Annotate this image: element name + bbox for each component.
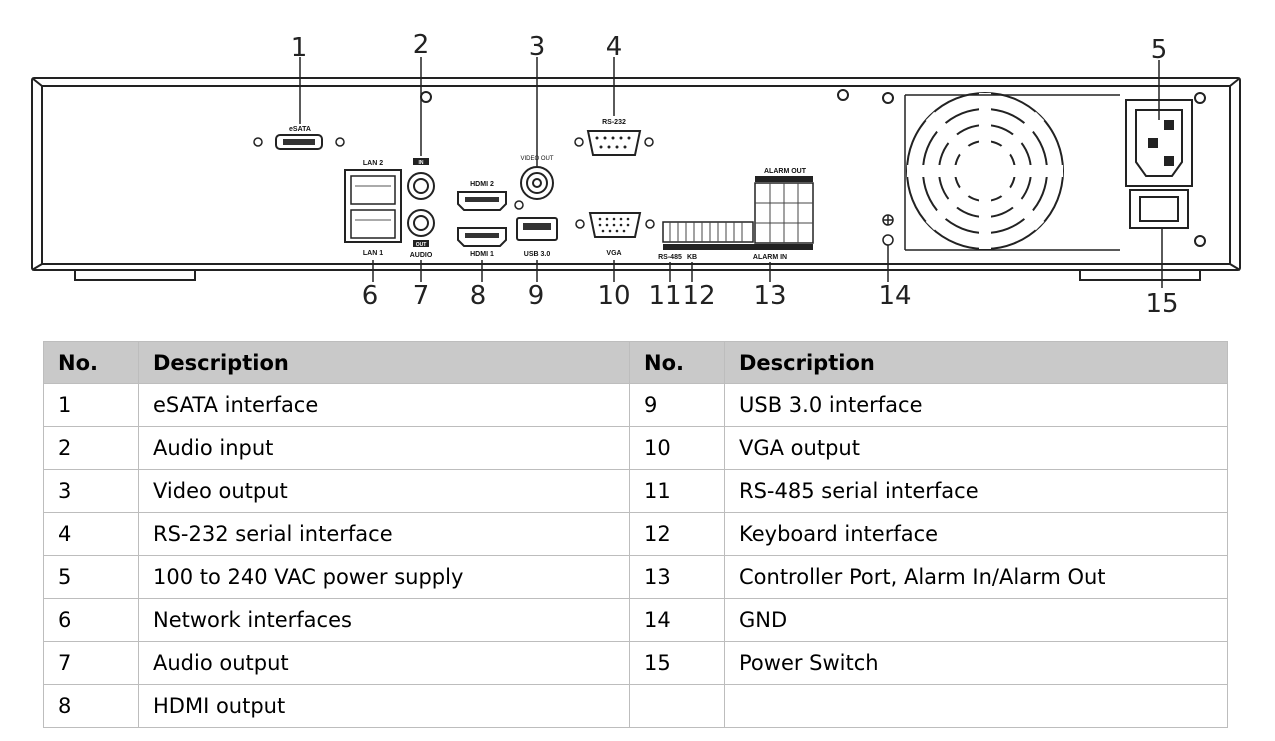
table-cell: 10 xyxy=(629,426,725,470)
video-out-port: VIDEO OUT xyxy=(514,156,554,210)
callout-numbers: 1 2 3 4 5 6 7 8 9 10 11 12 13 14 15 xyxy=(291,30,1179,319)
table-cell: 13 xyxy=(629,555,725,599)
terminal-block: RS-485 KB ALARM OUT ALARM IN xyxy=(658,168,814,261)
table-cell: 9 xyxy=(629,383,725,427)
rs232-label: RS-232 xyxy=(602,119,626,126)
table-cell: Audio input xyxy=(138,426,630,470)
rs485-label: RS-485 xyxy=(658,254,682,261)
table-cell: 4 xyxy=(43,512,139,556)
header-description: Description xyxy=(138,341,630,384)
table-row: 6 Network interfaces 14 GND xyxy=(43,598,1228,642)
vga-label: VGA xyxy=(606,250,621,257)
callout-11: 11 xyxy=(648,281,681,311)
rs232-port: RS-232 xyxy=(574,119,654,156)
alarm-out-label: ALARM OUT xyxy=(764,168,807,175)
hdmi-ports: HDMI 2 HDMI 1 xyxy=(457,181,507,258)
power-switch xyxy=(1129,189,1189,229)
table-cell: 14 xyxy=(629,598,725,642)
ground-terminal xyxy=(882,214,894,246)
esata-label: eSATA xyxy=(289,126,311,133)
header-no: No. xyxy=(629,341,725,384)
chassis-screws xyxy=(420,89,1206,247)
table-cell: 6 xyxy=(43,598,139,642)
table-cell: 12 xyxy=(629,512,725,556)
audio-out-label: OUT xyxy=(416,242,427,248)
table-cell: 1 xyxy=(43,383,139,427)
callout-12: 12 xyxy=(682,281,715,311)
esata-port: eSATA xyxy=(253,126,345,150)
callout-4: 4 xyxy=(606,32,623,62)
audio-in-label: IN xyxy=(419,160,424,166)
table-row: 1 eSATA interface 9 USB 3.0 interface xyxy=(43,383,1228,427)
table-cell: 2 xyxy=(43,426,139,470)
usb3-port: USB 3.0 xyxy=(516,217,558,258)
table-cell: USB 3.0 interface xyxy=(724,383,1228,427)
header-no: No. xyxy=(43,341,139,384)
lan-ports: LAN 2 LAN 1 xyxy=(344,160,402,257)
hdmi2-label: HDMI 2 xyxy=(470,181,494,188)
table-row: 2 Audio input 10 VGA output xyxy=(43,426,1228,470)
callout-5: 5 xyxy=(1151,35,1168,65)
lan2-label: LAN 2 xyxy=(363,160,383,167)
callout-8: 8 xyxy=(470,281,487,311)
table-cell: Video output xyxy=(138,469,630,513)
table-cell xyxy=(629,684,725,728)
header-description: Description xyxy=(724,341,1228,384)
table-cell: Controller Port, Alarm In/Alarm Out xyxy=(724,555,1228,599)
table-cell: Audio output xyxy=(138,641,630,685)
table-cell: 11 xyxy=(629,469,725,513)
callout-lines xyxy=(299,57,1163,288)
table-cell: 7 xyxy=(43,641,139,685)
table-row: 5 100 to 240 VAC power supply 13 Control… xyxy=(43,555,1228,599)
callout-7: 7 xyxy=(413,281,430,311)
table-cell: GND xyxy=(724,598,1228,642)
vga-port: VGA xyxy=(575,212,655,257)
rear-panel-diagram: eSATA LAN 2 LAN 1 IN OUT AUDIO HDMI 2 HD… xyxy=(31,30,1241,319)
kb-label: KB xyxy=(687,254,697,261)
table-row: 4 RS-232 serial interface 12 Keyboard in… xyxy=(43,512,1228,556)
callout-2: 2 xyxy=(413,30,430,60)
callout-1: 1 xyxy=(291,33,308,63)
table-cell: Keyboard interface xyxy=(724,512,1228,556)
lan1-label: LAN 1 xyxy=(363,250,383,257)
callout-13: 13 xyxy=(753,281,786,311)
table-cell: Power Switch xyxy=(724,641,1228,685)
table-cell: 5 xyxy=(43,555,139,599)
table-row: 7 Audio output 15 Power Switch xyxy=(43,641,1228,685)
table-cell: HDMI output xyxy=(138,684,630,728)
chassis xyxy=(31,77,1241,281)
alarm-in-label: ALARM IN xyxy=(753,254,787,261)
table-cell: 3 xyxy=(43,469,139,513)
audio-label: AUDIO xyxy=(410,252,433,259)
table-cell xyxy=(724,684,1228,728)
table-cell: RS-485 serial interface xyxy=(724,469,1228,513)
callout-14: 14 xyxy=(878,281,911,311)
table-cell: 15 xyxy=(629,641,725,685)
callout-3: 3 xyxy=(529,32,546,62)
table-row: 3 Video output 11 RS-485 serial interfac… xyxy=(43,469,1228,513)
callout-9: 9 xyxy=(528,281,545,311)
power-inlet xyxy=(1125,99,1193,187)
table-header-row: No. Description No. Description xyxy=(43,341,1228,384)
legend-table: No. Description No. Description 1 eSATA … xyxy=(43,341,1228,728)
usb3-label: USB 3.0 xyxy=(524,251,551,258)
table-cell: Network interfaces xyxy=(138,598,630,642)
hdmi1-label: HDMI 1 xyxy=(470,251,494,258)
table-cell: VGA output xyxy=(724,426,1228,470)
table-row: 8 HDMI output xyxy=(43,684,1228,728)
table-cell: 100 to 240 VAC power supply xyxy=(138,555,630,599)
table-cell: eSATA interface xyxy=(138,383,630,427)
audio-ports: IN OUT AUDIO xyxy=(407,158,435,259)
callout-15: 15 xyxy=(1145,289,1178,319)
table-cell: 8 xyxy=(43,684,139,728)
callout-10: 10 xyxy=(597,281,630,311)
callout-6: 6 xyxy=(362,281,379,311)
table-cell: RS-232 serial interface xyxy=(138,512,630,556)
